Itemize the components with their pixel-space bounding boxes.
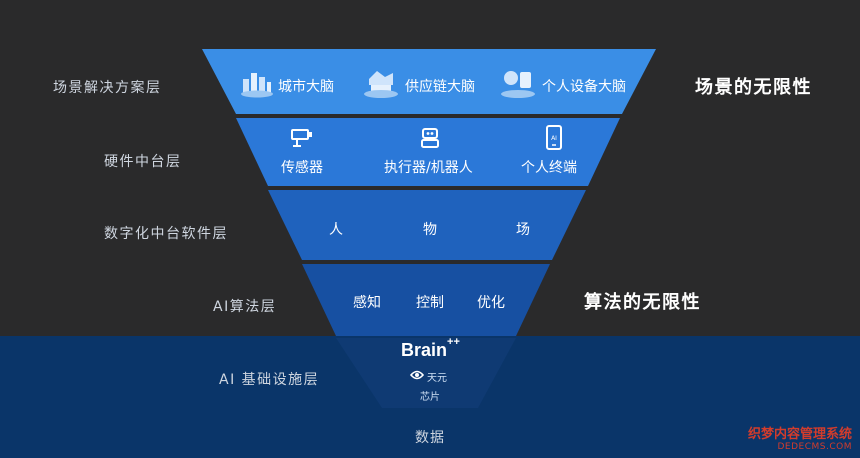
robot-icon xyxy=(421,128,439,148)
funnel-layer-algo xyxy=(302,264,550,336)
software-item-field: 场 xyxy=(516,222,530,238)
personal-device-icon xyxy=(501,71,535,98)
hardware-item-sensor: 传感器 xyxy=(281,160,323,176)
hardware-item-personal-terminal: 个人终端 xyxy=(521,160,577,176)
funnel-layer-scene xyxy=(202,49,656,114)
layer-label-scene: 场景解决方案层 xyxy=(53,80,162,96)
chip-logo-text: 天元 xyxy=(427,373,447,384)
software-item-object: 物 xyxy=(423,222,437,238)
data-foundation-label: 数据 xyxy=(415,430,445,446)
city-brain-icon xyxy=(241,73,273,98)
watermark: 织梦内容管理系统 DEDECMS.COM xyxy=(748,423,852,452)
funnel-layer-infra xyxy=(336,338,516,408)
funnel-layer-hardware xyxy=(236,118,620,186)
brain-plus-plus-logo: Brain++ xyxy=(401,336,460,360)
layer-label-software: 数字化中台软件层 xyxy=(104,226,228,242)
supply-chain-icon xyxy=(364,71,398,98)
chip-label: 芯片 xyxy=(420,392,440,403)
scene-item-city-brain: 城市大脑 xyxy=(278,79,334,95)
scene-infinity-label: 场景的无限性 xyxy=(695,77,812,98)
scene-item-personal-device-brain: 个人设备大脑 xyxy=(542,79,626,95)
layer-label-algo: AI算法层 xyxy=(213,299,277,315)
scene-item-supply-chain-brain: 供应链大脑 xyxy=(405,79,475,95)
algo-infinity-label: 算法的无限性 xyxy=(584,292,701,313)
hardware-item-actuator-robot: 执行器/机器人 xyxy=(384,160,473,176)
algo-item-control: 控制 xyxy=(416,295,444,311)
watermark-line1: 织梦内容管理系统 xyxy=(747,427,852,442)
sensor-icon xyxy=(291,129,312,147)
software-item-person: 人 xyxy=(329,222,343,238)
mobile-terminal-icon: AI xyxy=(546,125,562,150)
algo-item-perception: 感知 xyxy=(353,295,381,311)
layer-label-infra: AI 基础设施层 xyxy=(219,372,320,388)
tianyuan-chip-logo-icon xyxy=(410,370,424,380)
svg-text:AI: AI xyxy=(551,135,557,142)
watermark-line2: DEDECMS.COM xyxy=(777,442,852,452)
algo-item-optimization: 优化 xyxy=(477,295,505,311)
funnel-layer-software xyxy=(268,190,586,260)
layer-label-hardware: 硬件中台层 xyxy=(104,154,182,170)
